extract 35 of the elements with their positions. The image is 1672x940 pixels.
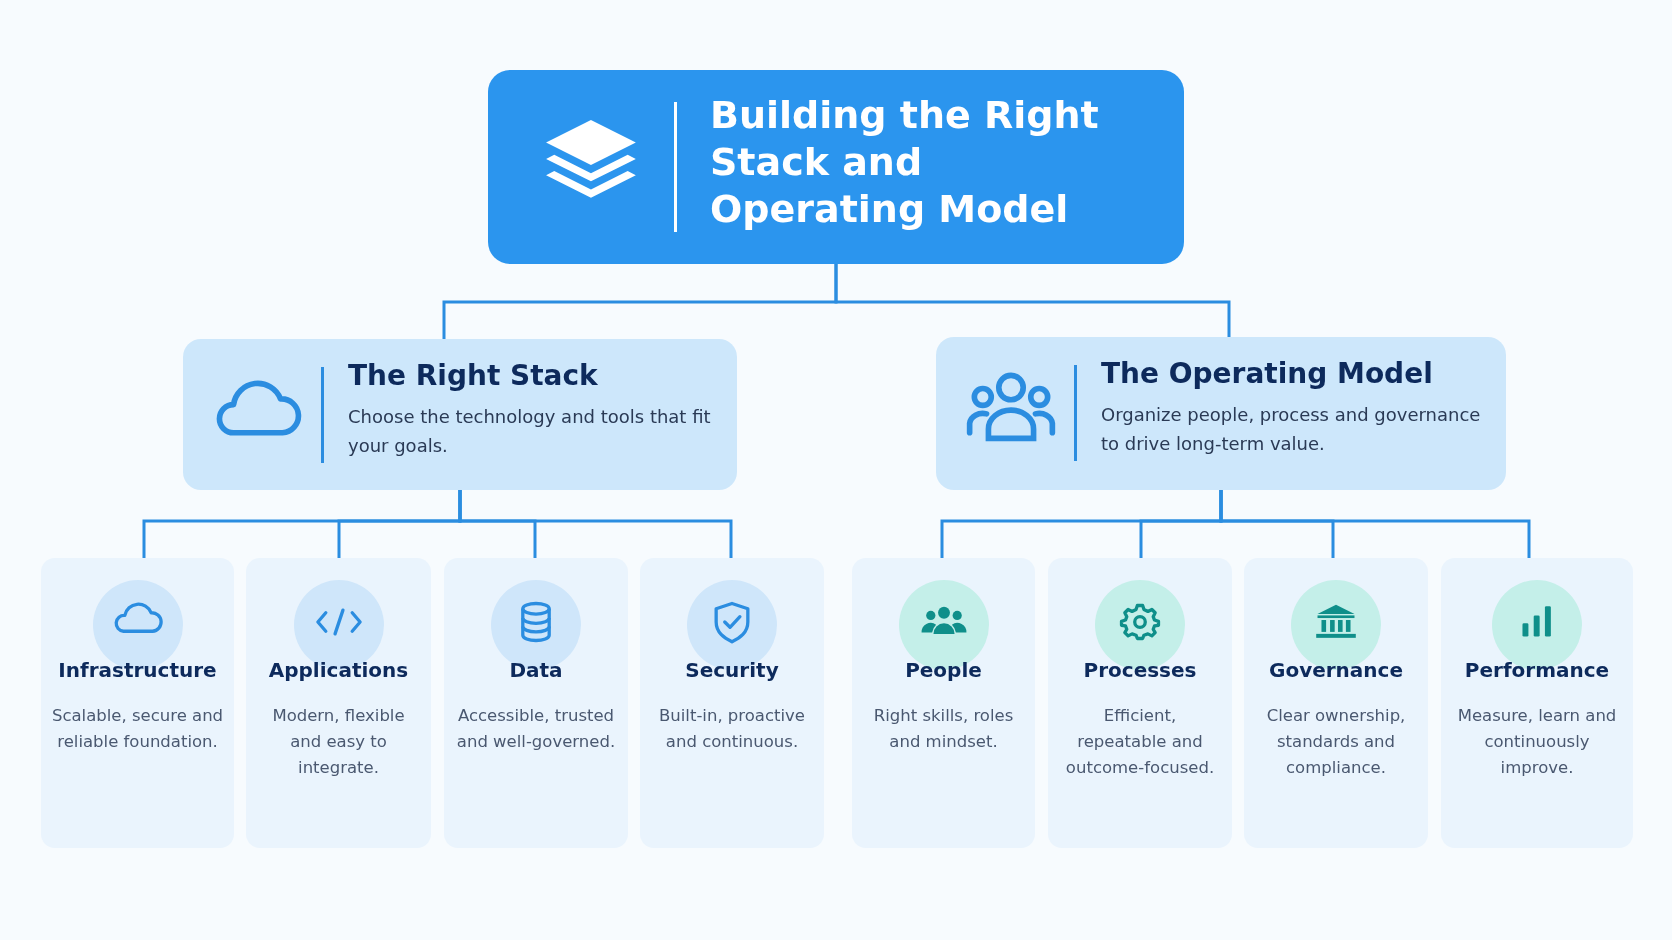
card-heading: Applications: [267, 658, 410, 682]
card-heading: Performance: [1463, 658, 1611, 682]
component-card: [1441, 558, 1633, 848]
card-description: Modern, flexible and easy to integrate.: [271, 705, 406, 779]
title-banner: [488, 70, 1184, 264]
card-description: Efficient, repeatable and outcome-focused.: [1064, 705, 1216, 779]
component-card: [444, 558, 628, 848]
connector-line: [834, 264, 1231, 337]
card-description: Measure, learn and continuously improve.: [1456, 705, 1618, 779]
category-description: Choose the technology and tools that fit your goals.: [348, 405, 712, 458]
component-card: [640, 558, 824, 848]
title-text: Building the Right Stack and Operating Model: [710, 92, 1100, 233]
category-description: Organize people, process and governance to drive long-term value.: [1101, 403, 1482, 456]
card-description: Scalable, secure and reliable foundation.: [51, 705, 224, 753]
card-description: Built-in, proactive and continuous.: [657, 705, 806, 753]
category-heading: The Operating Model: [1101, 357, 1433, 390]
connector-line: [1219, 490, 1531, 558]
card-heading: Infrastructure: [57, 658, 218, 682]
component-card: [852, 558, 1035, 848]
card-heading: People: [904, 658, 983, 682]
card-description: Right skills, roles and mindset.: [872, 705, 1015, 753]
card-description: Clear ownership, standards and compliance.: [1265, 705, 1407, 779]
category-heading: The Right Stack: [348, 359, 598, 392]
connector-line: [458, 490, 733, 558]
component-card: [246, 558, 431, 848]
component-card: [1048, 558, 1232, 848]
card-description: Accessible, trusted and well-governed.: [455, 705, 617, 753]
card-heading: Data: [508, 658, 564, 682]
category-box: [183, 339, 737, 490]
card-heading: Security: [684, 658, 780, 682]
component-card: [1244, 558, 1428, 848]
category-box: [936, 337, 1506, 490]
card-heading: Processes: [1082, 658, 1198, 682]
component-card: [41, 558, 234, 848]
card-heading: Governance: [1268, 658, 1404, 682]
